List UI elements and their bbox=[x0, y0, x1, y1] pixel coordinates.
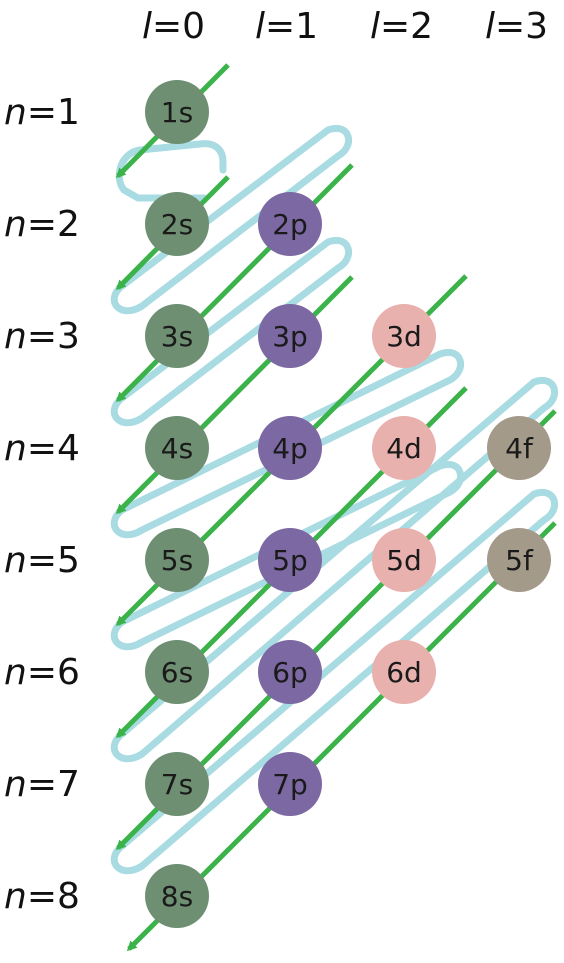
orbital-circle bbox=[372, 640, 436, 704]
orbital-label: 4f bbox=[505, 432, 534, 465]
orbital-circle bbox=[145, 304, 209, 368]
orbital-5p: 5p bbox=[258, 528, 322, 592]
orbital-circle bbox=[258, 752, 322, 816]
orbital-label: 5p bbox=[272, 544, 308, 577]
row-header-n3: n=3 bbox=[4, 316, 80, 357]
orbital-label: 1s bbox=[161, 96, 193, 129]
filling-path-loop-7 bbox=[110, 488, 558, 875]
orbital-circle bbox=[258, 640, 322, 704]
orbital-circle bbox=[145, 752, 209, 816]
orbital-7s: 7s bbox=[145, 752, 209, 816]
orbital-1s: 1s bbox=[145, 80, 209, 144]
filling-path-loop-4 bbox=[110, 348, 464, 539]
orbital-circle bbox=[258, 528, 322, 592]
orbital-label: 2s bbox=[161, 208, 193, 241]
row-header-n8: n=8 bbox=[4, 876, 80, 917]
orbital-label: 2p bbox=[272, 208, 308, 241]
orbital-circle bbox=[145, 80, 209, 144]
orbital-label: 4s bbox=[161, 432, 193, 465]
orbital-4d: 4d bbox=[372, 416, 436, 480]
orbital-label: 3p bbox=[272, 320, 308, 353]
orbital-label: 8s bbox=[161, 880, 193, 913]
orbital-circle bbox=[487, 416, 551, 480]
orbital-grid: 1s 2s 2p 3s 3p 3d 4s 4p 4d 4f 5s 5p 5d 5f 6s 6p 6d 7s 7p 8s bbox=[145, 80, 551, 928]
row-header-n4: n=4 bbox=[4, 428, 80, 469]
orbital-2p: 2p bbox=[258, 192, 322, 256]
filling-path-loop-6 bbox=[110, 376, 558, 763]
orbital-2s: 2s bbox=[145, 192, 209, 256]
orbital-label: 5f bbox=[505, 544, 534, 577]
row-header-n7: n=7 bbox=[4, 764, 80, 805]
orbital-label: 3s bbox=[161, 320, 193, 353]
orbital-label: 7s bbox=[161, 768, 193, 801]
orbital-4p: 4p bbox=[258, 416, 322, 480]
row-header-n2: n=2 bbox=[4, 204, 80, 245]
row-headers: n=1 n=2 n=3 n=4 n=5 n=6 n=7 n=8 bbox=[4, 92, 80, 917]
orbital-label: 4d bbox=[386, 432, 422, 465]
orbital-circle bbox=[372, 416, 436, 480]
orbital-circle bbox=[145, 640, 209, 704]
orbital-4s: 4s bbox=[145, 416, 209, 480]
orbital-circle bbox=[258, 416, 322, 480]
orbital-8s: 8s bbox=[145, 864, 209, 928]
orbital-circle bbox=[145, 864, 209, 928]
orbital-7p: 7p bbox=[258, 752, 322, 816]
orbital-label: 6s bbox=[161, 656, 193, 689]
orbital-label: 6d bbox=[386, 656, 422, 689]
filling-path-loop-1 bbox=[115, 140, 227, 202]
orbital-6p: 6p bbox=[258, 640, 322, 704]
orbital-3p: 3p bbox=[258, 304, 322, 368]
orbital-circle bbox=[145, 416, 209, 480]
orbital-circle bbox=[145, 192, 209, 256]
orbital-label: 4p bbox=[272, 432, 308, 465]
column-header-l1: l=1 bbox=[255, 6, 318, 47]
column-header-l2: l=2 bbox=[370, 6, 433, 47]
column-headers: l=0 l=1 l=2 l=3 bbox=[142, 6, 548, 47]
row-header-n6: n=6 bbox=[4, 652, 80, 693]
orbital-label: 6p bbox=[272, 656, 308, 689]
orbital-4f: 4f bbox=[487, 416, 551, 480]
filling-order-path bbox=[110, 124, 558, 875]
orbital-6s: 6s bbox=[145, 640, 209, 704]
orbital-label: 7p bbox=[272, 768, 308, 801]
orbital-circle bbox=[487, 528, 551, 592]
row-header-n1: n=1 bbox=[4, 92, 80, 133]
orbital-5s: 5s bbox=[145, 528, 209, 592]
orbital-label: 3d bbox=[386, 320, 422, 353]
column-header-l0: l=0 bbox=[142, 6, 205, 47]
filling-path-loop-3 bbox=[110, 236, 352, 427]
orbital-circle bbox=[258, 192, 322, 256]
orbital-circle bbox=[372, 528, 436, 592]
orbital-6d: 6d bbox=[372, 640, 436, 704]
orbital-5d: 5d bbox=[372, 528, 436, 592]
row-header-n5: n=5 bbox=[4, 540, 80, 581]
filling-path-loop-2 bbox=[110, 124, 352, 315]
orbital-label: 5d bbox=[386, 544, 422, 577]
orbital-5f: 5f bbox=[487, 528, 551, 592]
orbital-circle bbox=[258, 304, 322, 368]
orbital-3d: 3d bbox=[372, 304, 436, 368]
column-header-l3: l=3 bbox=[485, 6, 548, 47]
orbital-label: 5s bbox=[161, 544, 193, 577]
orbital-3s: 3s bbox=[145, 304, 209, 368]
orbital-circle bbox=[372, 304, 436, 368]
orbital-circle bbox=[145, 528, 209, 592]
